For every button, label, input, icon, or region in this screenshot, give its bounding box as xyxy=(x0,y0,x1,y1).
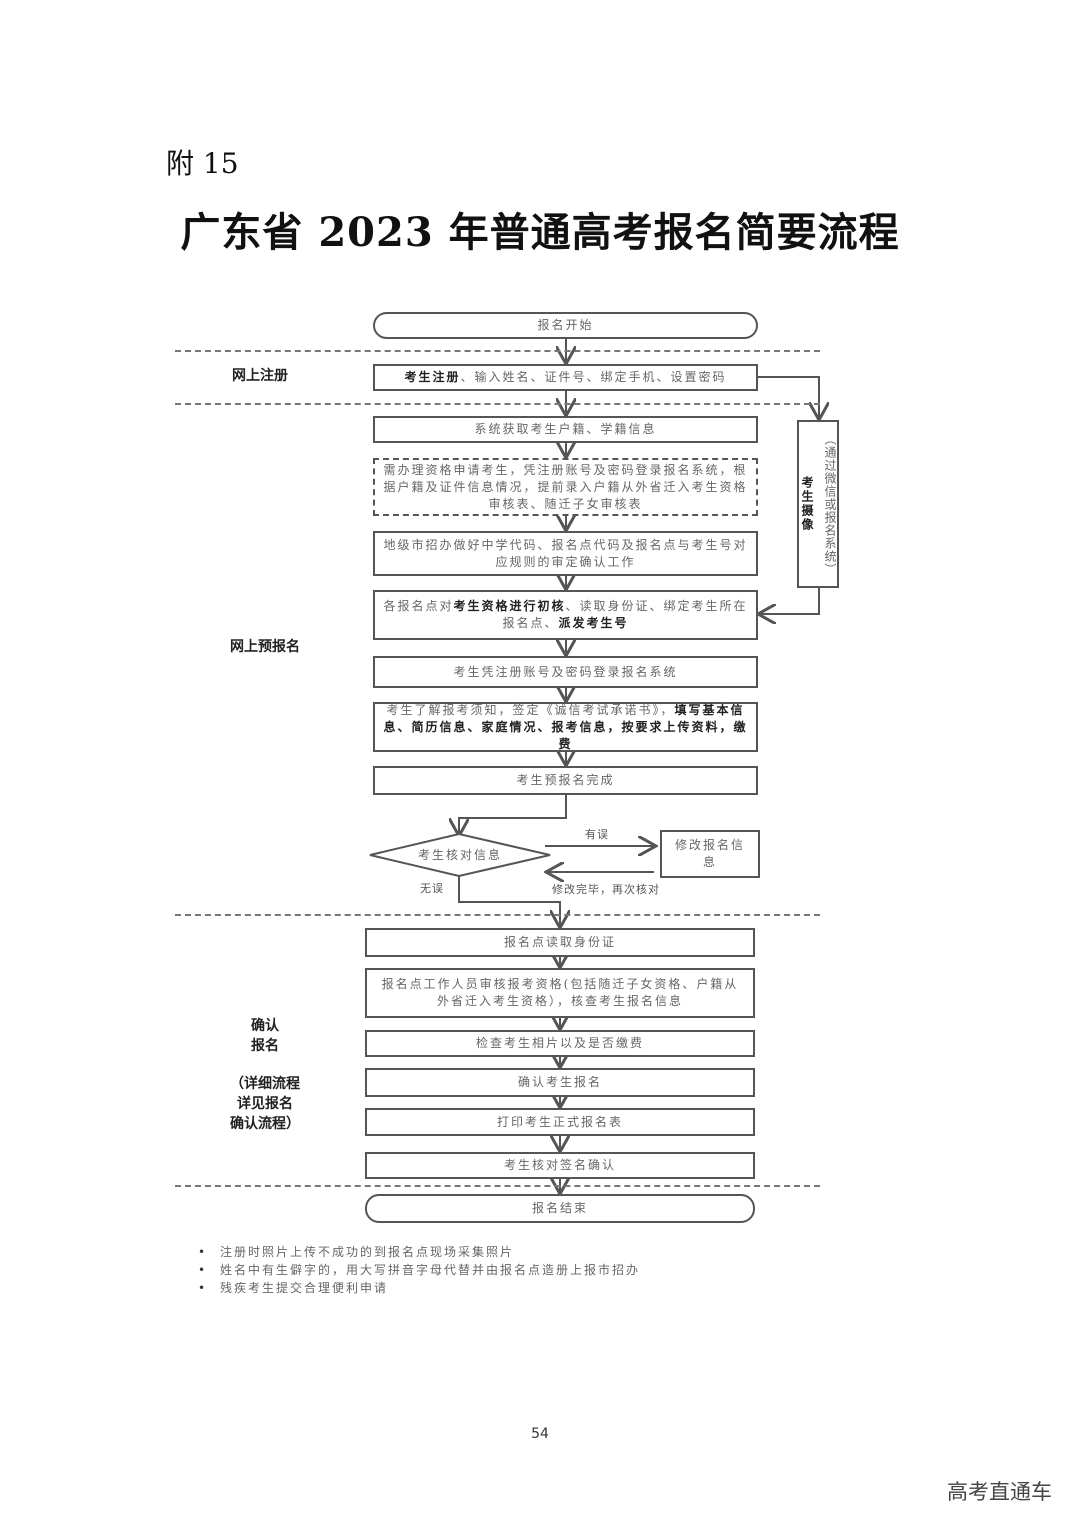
label-has-error: 有误 xyxy=(585,828,609,841)
section-divider xyxy=(175,1185,820,1187)
note-item: •残疾考生提交合理便利申请 xyxy=(198,1281,389,1295)
section-divider xyxy=(175,914,820,916)
flow-step-review: 报名点工作人员审核报考资格(包括随迁子女资格、户籍从外省迁入考生资格），核查考生… xyxy=(365,968,755,1018)
flow-step-register: 考生注册、输入姓名、证件号、绑定手机、设置密码 xyxy=(373,364,758,391)
flow-step-sign: 考生核对签名确认 xyxy=(365,1152,755,1179)
flow-start: 报名开始 xyxy=(373,312,758,339)
flow-step-fill-info: 考生了解报考须知，签定《诚信考试承诺书》，填写基本信息、简历信息、家庭情况、报考… xyxy=(373,702,758,752)
flow-modify-info: 修改报名信息 xyxy=(660,830,760,878)
page-number: 54 xyxy=(531,1426,549,1442)
flow-decision: 考生核对信息 xyxy=(417,848,502,862)
flow-side-photo: 考生摄像 （通过微信或报名系统） xyxy=(797,420,839,588)
page-title: 广东省 2023 年普通高考报名简要流程 xyxy=(180,209,900,256)
section-label-confirm: 确认 报名 （详细流程 详见报名 确认流程） xyxy=(230,1018,300,1132)
flow-step-city: 地级市招办做好中学代码、报名点代码及报名点与考生号对应规则的审定确认工作 xyxy=(373,531,758,576)
note-item: •姓名中有生僻字的，用大写拼音字母代替并由报名点造册上报市招办 xyxy=(198,1263,641,1277)
flow-step-pre-done: 考生预报名完成 xyxy=(373,766,758,795)
flow-step-qualification: 需办理资格申请考生，凭注册账号及密码登录报名系统，根据户籍及证件信息情况，提前录… xyxy=(373,458,758,516)
flow-step-initial-check: 各报名点对考生资格进行初核、读取身份证、绑定考生所在报名点、派发考生号 xyxy=(373,590,758,640)
flow-step-print: 打印考生正式报名表 xyxy=(365,1108,755,1136)
section-label-register: 网上注册 xyxy=(232,368,288,384)
section-label-pre-register: 网上预报名 xyxy=(230,639,300,655)
section-divider xyxy=(175,403,820,405)
flow-step-read-id: 报名点读取身份证 xyxy=(365,928,755,957)
label-no-error: 无误 xyxy=(420,882,444,895)
watermark: 高考直通车 xyxy=(947,1480,1052,1504)
flow-step-login: 考生凭注册账号及密码登录报名系统 xyxy=(373,656,758,688)
flow-step-photo: 检查考生相片以及是否缴费 xyxy=(365,1030,755,1057)
flow-end: 报名结束 xyxy=(365,1194,755,1223)
appendix-label: 附 15 xyxy=(166,147,239,180)
label-recheck: 修改完毕，再次核对 xyxy=(552,883,660,896)
flow-step-system: 系统获取考生户籍、学籍信息 xyxy=(373,416,758,443)
section-divider xyxy=(175,350,820,352)
flow-step-confirm: 确认考生报名 xyxy=(365,1068,755,1097)
note-item: •注册时照片上传不成功的到报名点现场采集照片 xyxy=(198,1245,515,1259)
